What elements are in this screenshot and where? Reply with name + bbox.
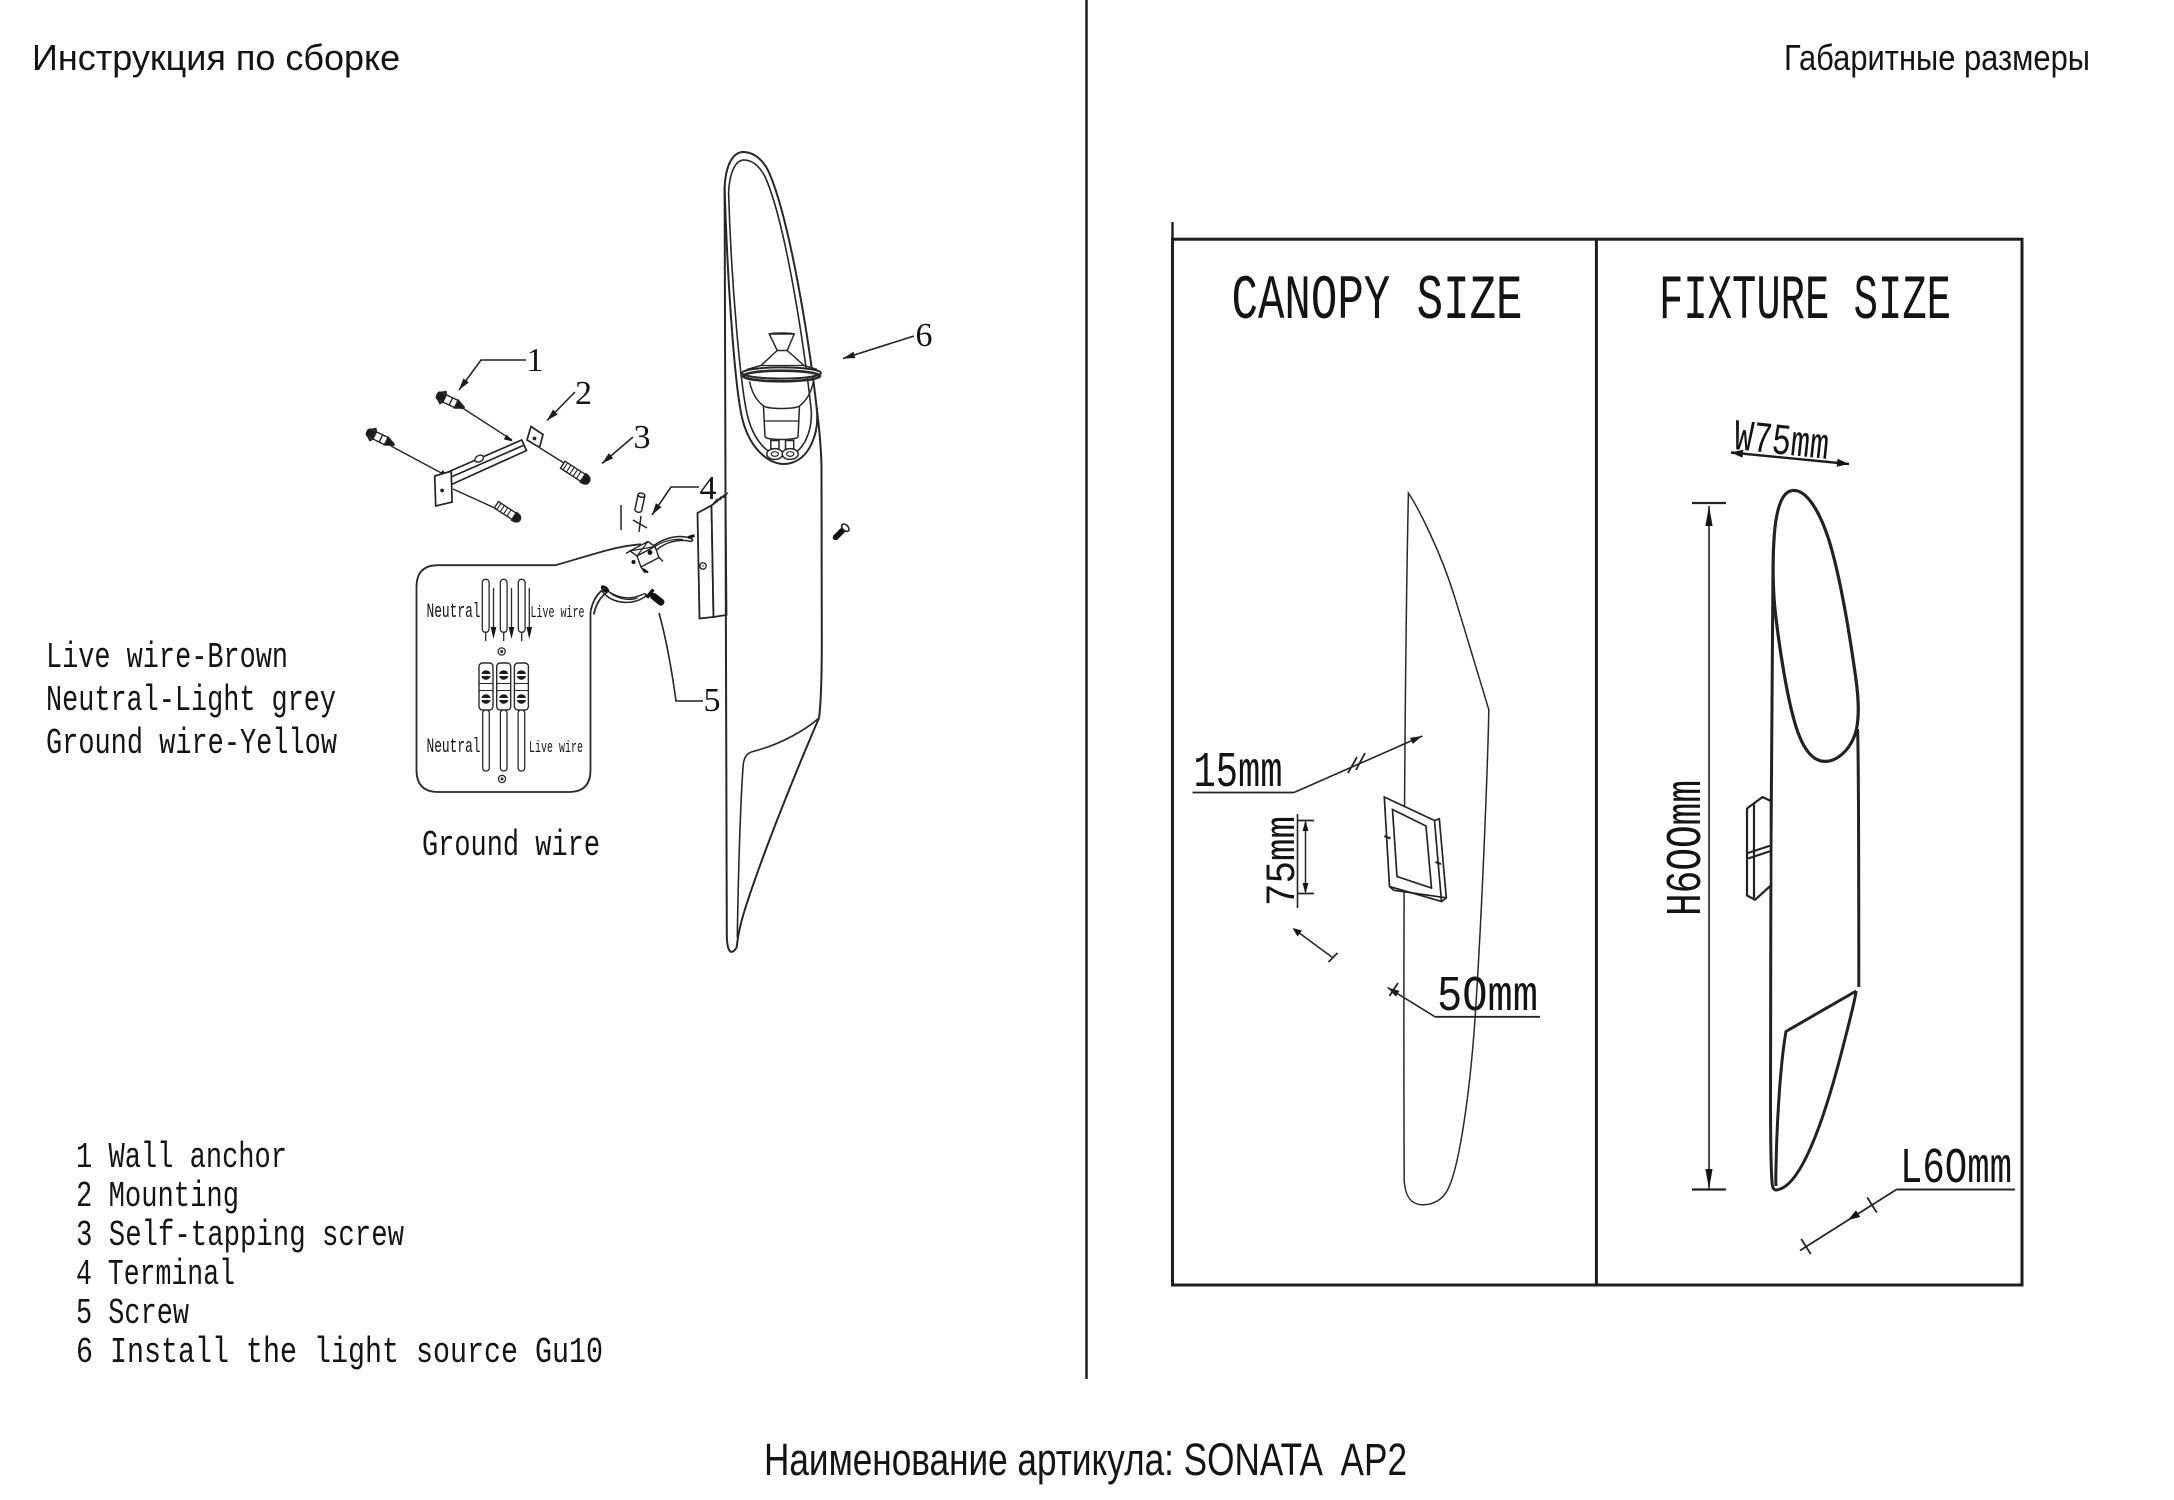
svg-text:4 Terminal: 4 Terminal [76, 1254, 235, 1295]
svg-text:Live wire: Live wire [529, 739, 583, 758]
svg-text:2: 2 [575, 375, 592, 412]
svg-text:75mm: 75mm [1259, 816, 1307, 906]
svg-text:Габаритные размеры: Габаритные размеры [1784, 37, 2090, 78]
svg-text:3: 3 [634, 419, 651, 456]
svg-text:3 Self-tapping screw: 3 Self-tapping screw [76, 1215, 404, 1256]
svg-text:6: 6 [916, 317, 933, 354]
svg-text:Live wire-Brown: Live wire-Brown [46, 637, 288, 678]
svg-text:Neutral-Light grey: Neutral-Light grey [46, 680, 336, 721]
svg-text:Live wire: Live wire [531, 604, 585, 623]
svg-text:H6OOmm: H6OOmm [1659, 780, 1716, 916]
svg-text:6 Install the light source Gu1: 6 Install the light source Gu10 [76, 1332, 603, 1373]
svg-text:CANOPY SIZE: CANOPY SIZE [1232, 266, 1523, 337]
svg-text:1: 1 [527, 342, 544, 379]
svg-text:15mm: 15mm [1194, 745, 1283, 802]
svg-text:Инструкция по сборке: Инструкция по сборке [32, 37, 400, 78]
svg-text:Neutral: Neutral [427, 736, 481, 759]
svg-text:Наименование артикула: SONATA: Наименование артикула: SONATA AP2 [764, 1434, 1407, 1485]
svg-text:Neutral: Neutral [427, 601, 481, 624]
svg-text:5 Screw: 5 Screw [76, 1293, 189, 1334]
svg-text:Ground wire-Yellow: Ground wire-Yellow [46, 723, 337, 764]
svg-text:W75mm: W75mm [1732, 413, 1832, 473]
svg-text:FIXTURE SIZE: FIXTURE SIZE [1659, 266, 1951, 337]
svg-text:1 Wall anchor: 1 Wall anchor [76, 1137, 287, 1178]
svg-text:4: 4 [700, 470, 717, 507]
svg-text:Ground wire: Ground wire [422, 825, 600, 866]
svg-text:5: 5 [704, 682, 721, 719]
svg-text:2 Mounting: 2 Mounting [76, 1176, 239, 1217]
